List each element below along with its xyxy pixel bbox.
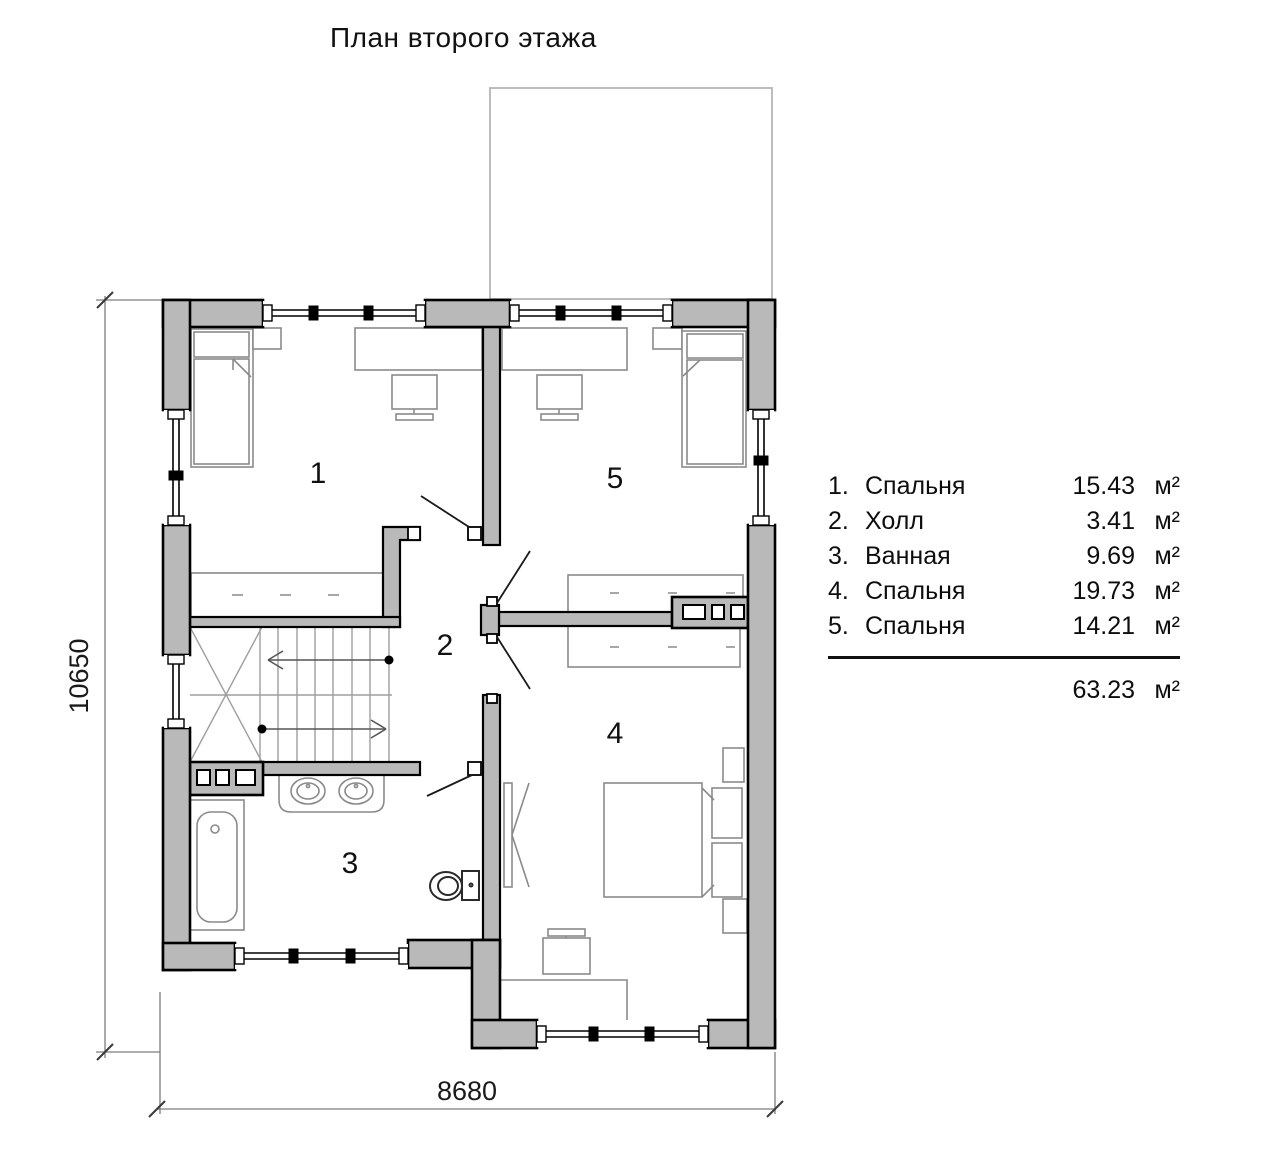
legend-total-area: 63.23 <box>1072 676 1135 704</box>
monitor-icon-room5 <box>536 374 583 421</box>
legend-num: 5. <box>828 612 849 640</box>
legend-num: 1. <box>828 472 849 500</box>
legend-unit: м² <box>1154 577 1180 605</box>
dimension-bottom <box>148 992 784 1118</box>
legend-unit: м² <box>1154 472 1180 500</box>
legend-unit: м² <box>1154 612 1180 640</box>
legend-num: 2. <box>828 507 849 535</box>
legend-num: 3. <box>828 542 849 570</box>
room-legend: 1. Спальня 15.43 м² 2. Холл 3.41 м² 3. В… <box>828 469 1180 708</box>
toilet-icon <box>429 870 480 901</box>
legend-row: 5. Спальня 14.21 м² <box>828 609 1180 644</box>
window-left-stairs <box>164 654 189 729</box>
nightstand-icon-room4-top <box>722 747 745 783</box>
legend-name: Спальня <box>865 472 966 500</box>
legend-area: 14.21 <box>1072 612 1135 640</box>
window-bottom-bathroom <box>234 944 409 969</box>
door-leaves <box>420 495 531 797</box>
builtin-cabinets <box>188 595 750 797</box>
legend-area: 9.69 <box>1086 542 1135 570</box>
door-leaf-room5 <box>496 550 531 604</box>
legend-area: 19.73 <box>1072 577 1135 605</box>
staircase <box>189 626 394 763</box>
wardrobe-icon-room4 <box>567 625 741 668</box>
windows <box>164 301 774 1047</box>
stair-direction-arrows <box>257 650 394 739</box>
shelf-icon-room5 <box>652 327 683 350</box>
legend-unit: м² <box>1154 507 1180 535</box>
legend-area: 3.41 <box>1086 507 1135 535</box>
room-label-5: 5 <box>607 462 624 495</box>
window-bottom-room4 <box>536 1021 709 1047</box>
window-top-room1 <box>262 301 426 326</box>
interior-walls <box>188 323 674 945</box>
room-label-3: 3 <box>342 847 359 880</box>
room-label-4: 4 <box>607 717 624 750</box>
legend-row: 3. Ванная 9.69 м² <box>828 539 1180 574</box>
legend-total-unit: м² <box>1154 676 1180 704</box>
nightstand-icon-room1 <box>252 327 282 350</box>
wall-bathroom-room4 <box>481 693 502 945</box>
nightstand-icon-room4-bottom <box>722 898 748 934</box>
tv-icon-room4-wall <box>503 782 530 888</box>
legend-area: 15.43 <box>1072 472 1135 500</box>
window-top-room5 <box>509 301 673 326</box>
legend-name: Спальня <box>865 577 966 605</box>
legend-unit: м² <box>1154 542 1180 570</box>
room-number-labels: 1 2 3 4 5 <box>310 457 624 880</box>
balcony-outline <box>489 87 773 300</box>
doors <box>407 495 531 797</box>
door-leaf-room4 <box>496 636 531 690</box>
page-title: План второго этажа <box>330 22 597 53</box>
wall-room1-step <box>381 525 422 629</box>
wall-between-room1-room5 <box>481 323 502 547</box>
legend-name: Спальня <box>865 612 966 640</box>
legend-row: 4. Спальня 19.73 м² <box>828 574 1180 609</box>
room-label-1: 1 <box>310 457 327 490</box>
dresser-tv-icon-room4 <box>542 928 591 975</box>
legend-total-row: 63.23 м² <box>828 673 1180 708</box>
legend-row: 2. Холл 3.41 м² <box>828 504 1180 539</box>
room-label-2: 2 <box>437 629 454 662</box>
legend-row: 1. Спальня 15.43 м² <box>828 469 1180 504</box>
wall-between-room5-room4 <box>497 610 674 628</box>
door-jambs <box>407 526 498 776</box>
wall-room1-stairs <box>188 615 402 629</box>
closet-outline-room4 <box>500 979 628 1020</box>
dimension-width-label: 8680 <box>437 1076 497 1106</box>
window-left-room1 <box>164 409 189 526</box>
bed-icon-room5 <box>681 330 747 468</box>
legend-num: 4. <box>828 577 849 605</box>
window-right-room5 <box>749 409 774 526</box>
double-bed-icon-room4 <box>603 782 743 898</box>
desk-icon-room1 <box>354 327 483 371</box>
bed-icon-room1 <box>190 328 254 468</box>
legend-name: Ванная <box>865 542 951 570</box>
monitor-icon-room1 <box>391 374 438 421</box>
bathtub-icon <box>189 799 245 931</box>
dimension-left <box>96 291 163 1061</box>
cabinet-icon-room4 <box>670 595 750 630</box>
dimension-height-label: 10650 <box>64 638 94 713</box>
furniture-layer <box>189 327 748 1020</box>
wall-bathroom-hall <box>261 760 422 777</box>
door-post-hall <box>479 603 501 637</box>
cabinet-icon-bathroom <box>188 760 265 797</box>
desk-icon-room5 <box>501 327 628 371</box>
door-leaf-bathroom <box>426 774 473 797</box>
door-leaf-room1 <box>420 495 470 528</box>
legend-separator <box>828 656 1180 659</box>
legend-name: Холл <box>865 507 924 535</box>
closet-icon-room1 <box>190 572 384 618</box>
